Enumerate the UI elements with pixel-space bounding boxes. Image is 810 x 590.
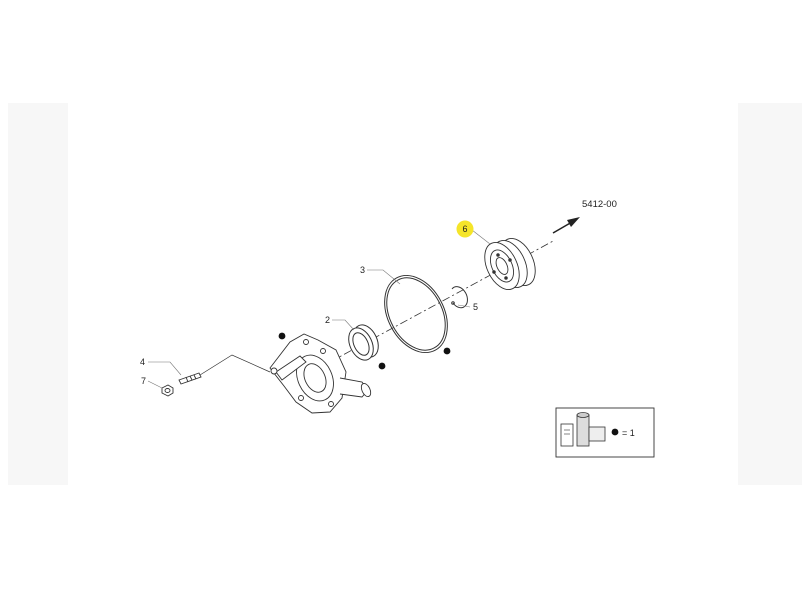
callout-4-label: 4	[140, 357, 145, 367]
seal-part	[348, 324, 379, 361]
kit-dot-housing	[278, 332, 286, 340]
callout-2-label: 2	[325, 315, 330, 325]
callout-6-label: 6	[462, 224, 467, 234]
reference-label: 5412-00	[582, 199, 617, 210]
kit-dot-seal	[378, 362, 386, 370]
circlip-part	[451, 286, 468, 309]
nut-part	[161, 384, 174, 397]
callout-5-label: 5	[473, 302, 478, 312]
o-ring-part	[384, 274, 448, 354]
reference-arrow	[552, 217, 580, 234]
callout-6-highlight[interactable]	[456, 220, 474, 238]
callout-3-label: 3	[360, 265, 365, 275]
kit-legend-dot	[611, 428, 619, 436]
kit-legend-box	[555, 407, 655, 458]
stud-part	[178, 372, 202, 385]
callout-7-label: 7	[141, 376, 146, 386]
kit-dot-oring	[443, 347, 451, 355]
kit-legend-text: = 1	[622, 428, 635, 438]
pulley-part	[484, 238, 536, 290]
pump-housing-part	[269, 333, 372, 414]
